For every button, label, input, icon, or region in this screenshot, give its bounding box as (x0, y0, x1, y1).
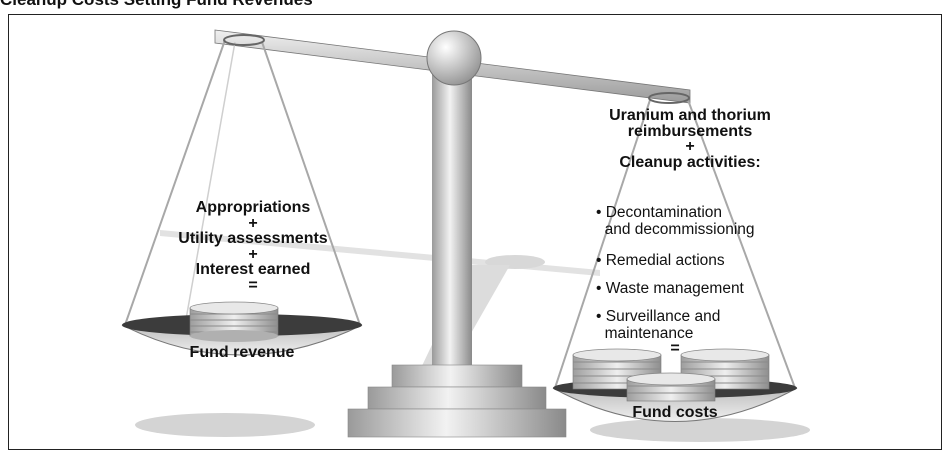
left-line: Utility assessments (178, 230, 328, 247)
base-step-middle (367, 386, 547, 410)
base-step-top (391, 364, 523, 388)
right-pan-label: Fund costs (632, 404, 718, 421)
bullet-text: maintenance (604, 325, 694, 342)
right-header-line: + (685, 138, 695, 155)
right-header-line: Uranium and thorium (609, 107, 771, 124)
left-pan-text: Appropriations + Utility assessments + I… (128, 200, 378, 293)
right-shadow (590, 418, 810, 442)
pivot-knob (426, 30, 482, 86)
coin-stack-icon (189, 301, 279, 342)
left-line: + (248, 214, 258, 232)
left-line: + (248, 245, 258, 263)
bullet-item: • Decontamination and decommissioning (596, 204, 755, 238)
bullet-item: • Remedial actions (596, 252, 725, 269)
right-pan-header: Uranium and thorium reimbursements + Cle… (560, 108, 820, 170)
right-header-line: reimbursements (627, 122, 753, 140)
left-line: Interest earned (195, 261, 311, 278)
left-shadow (135, 413, 315, 437)
right-equals: = (670, 340, 680, 357)
left-line: Appropriations (195, 199, 311, 216)
right-header-line: Cleanup activities: (619, 153, 761, 171)
bullet-text: Surveillance and (605, 308, 721, 325)
bullet-text: Remedial actions (605, 252, 725, 269)
scale-pillar (432, 70, 472, 365)
left-pan-label: Fund revenue (189, 344, 295, 361)
coin-stack-icon (626, 372, 716, 402)
coin-stack-icon (572, 348, 662, 390)
bullet-text: Waste management (605, 280, 744, 297)
bullet-text: Decontamination (605, 204, 723, 221)
bullet-item: • Waste management (596, 280, 744, 297)
bullet-text: and decommissioning (604, 221, 755, 238)
left-line: = (248, 276, 258, 294)
bullet-item: • Surveillance and maintenance (596, 308, 721, 342)
base-step-bottom (347, 408, 567, 438)
diagram-heading: Cleanup Costs Setting Fund Revenues (0, 0, 313, 10)
left-hook (223, 34, 265, 46)
right-hook (648, 92, 690, 104)
